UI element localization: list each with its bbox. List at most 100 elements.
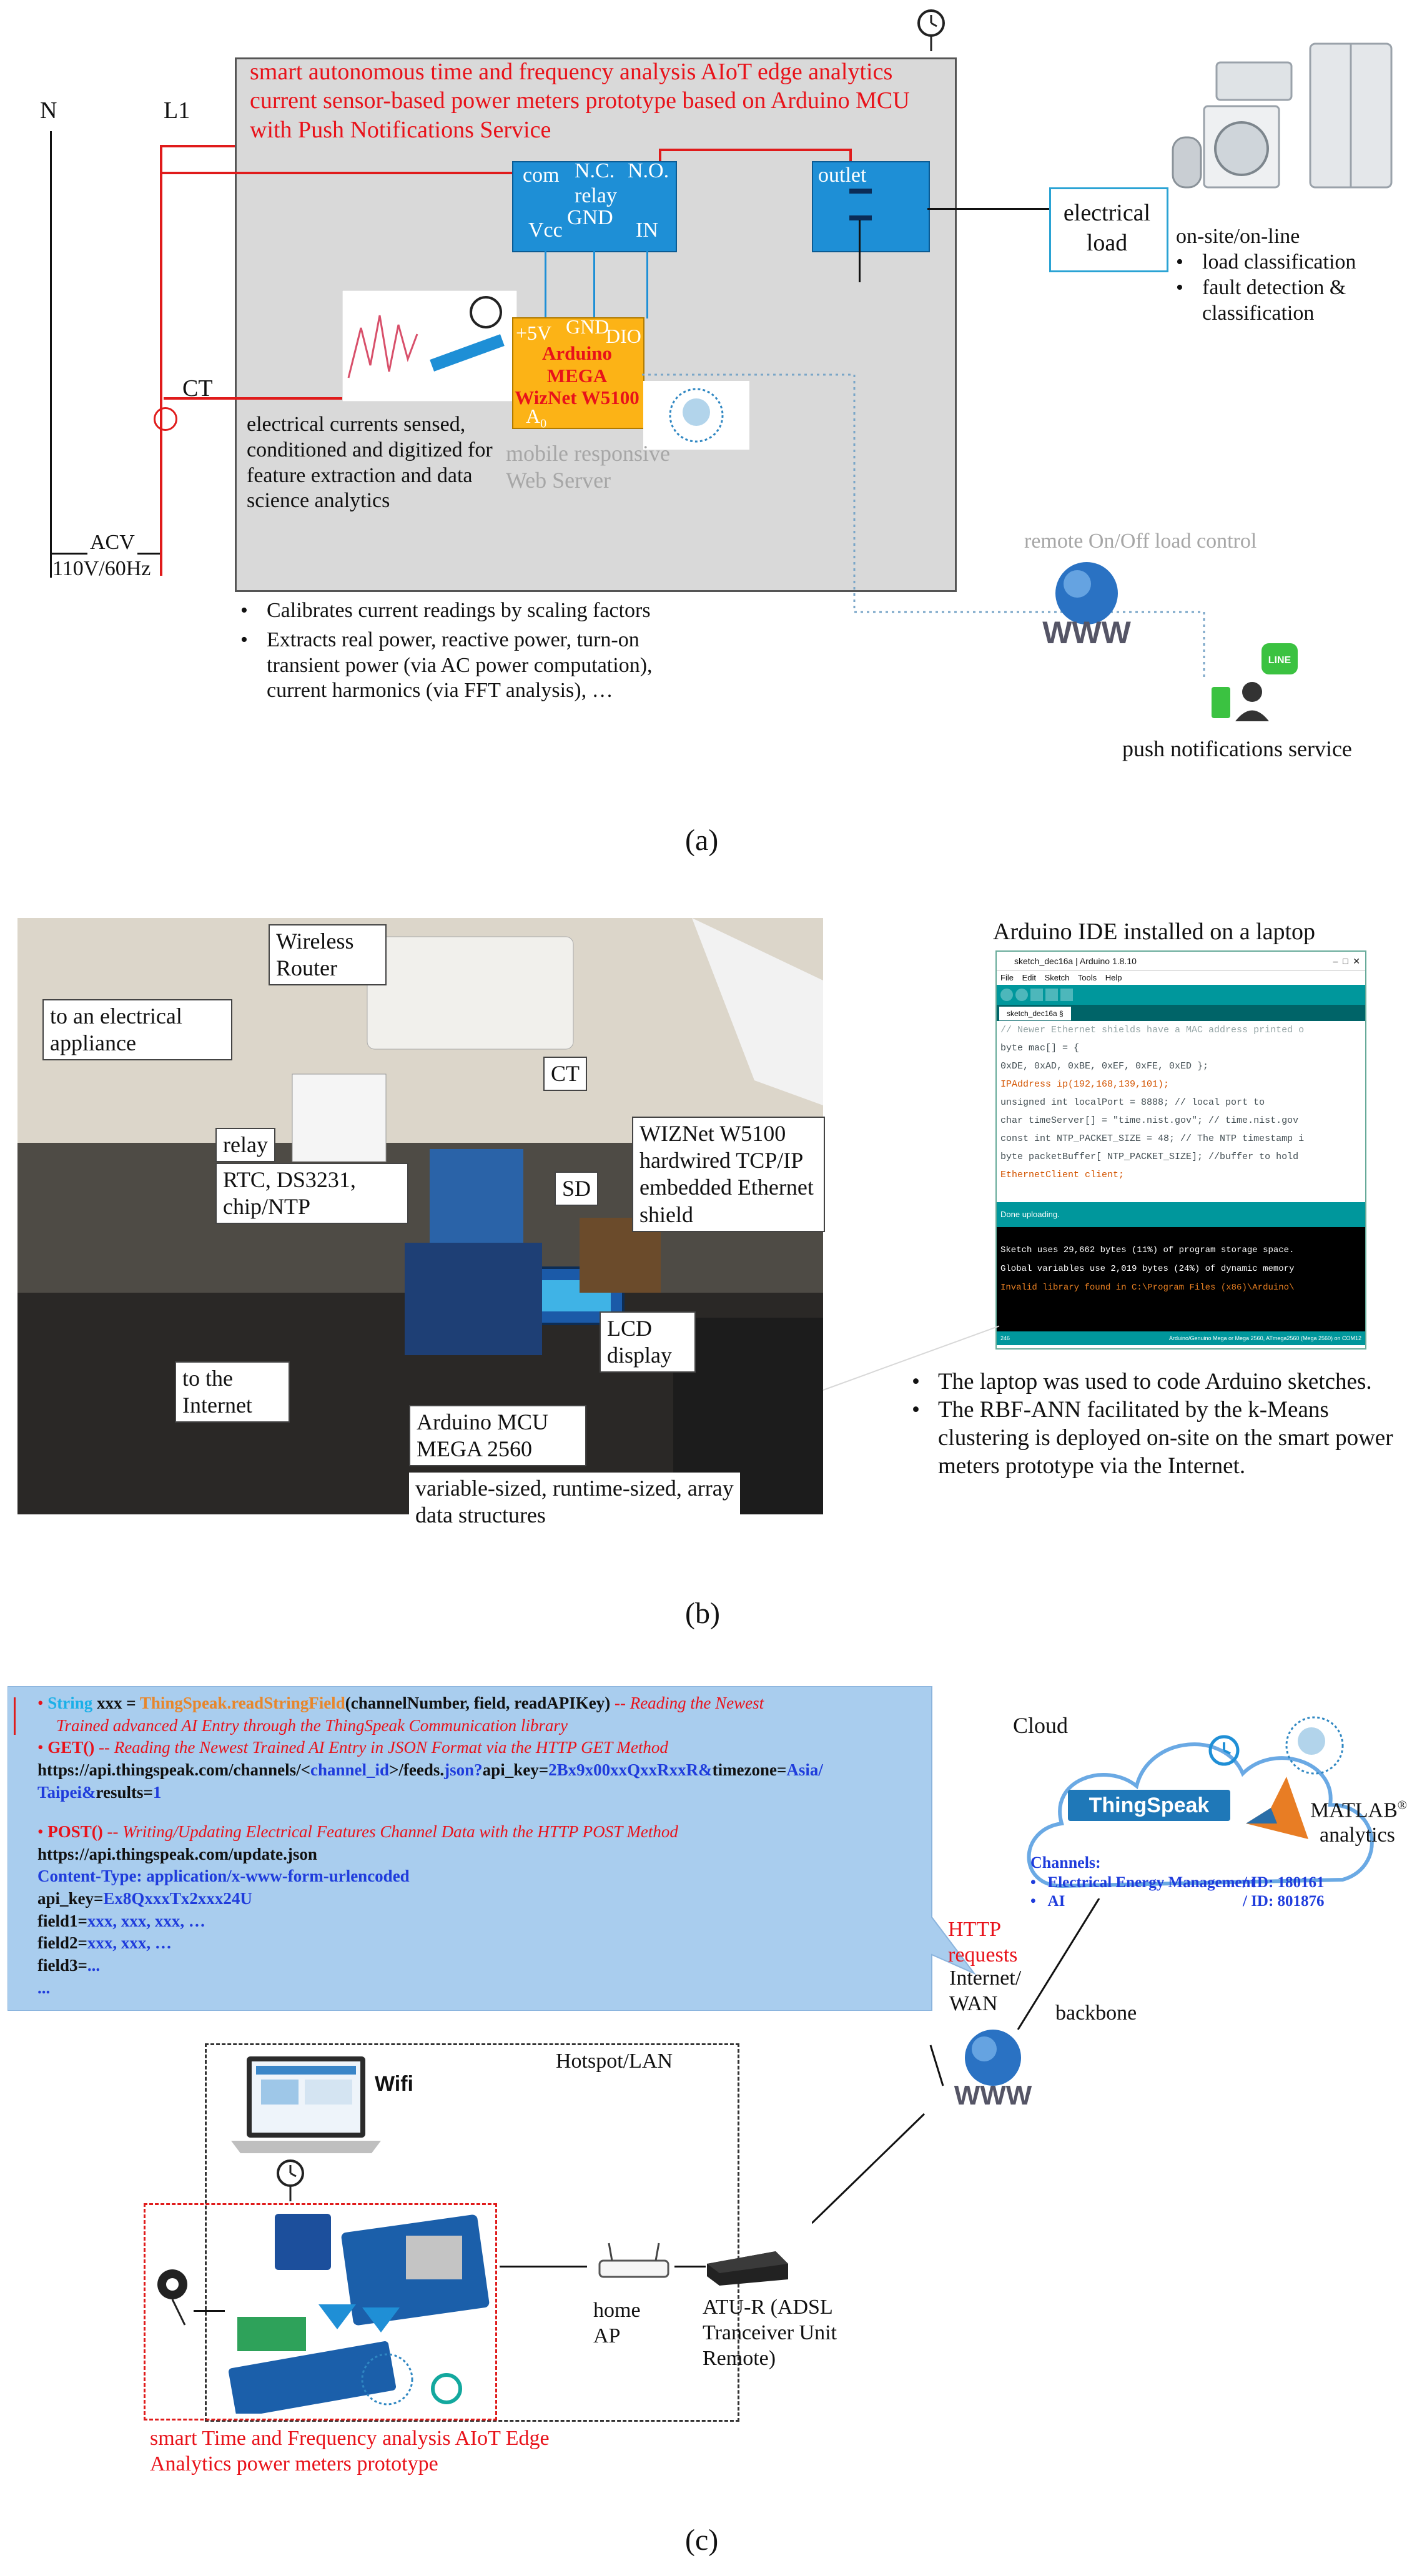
- wire-no-outlet-h: [659, 149, 849, 151]
- calibration-item: Extracts real power, reactive power, tur…: [240, 628, 690, 704]
- network-links: [812, 1898, 1100, 2224]
- relay-label: relay: [575, 184, 617, 207]
- wire-outlet-tail: [859, 220, 861, 282]
- laptop-notes: The laptop was used to code Arduino sket…: [912, 1368, 1405, 1481]
- electrical-load-label: electrical load: [1063, 200, 1151, 256]
- prototype-label: smart Time and Frequency analysis AIoT E…: [150, 2427, 550, 2475]
- relay-gnd: GND: [567, 206, 613, 229]
- acv-value: 110V/60Hz: [52, 557, 151, 580]
- ide-tabbar: sketch_dec16a §: [997, 1005, 1365, 1021]
- relay-vcc: Vcc: [528, 219, 563, 242]
- code-editor[interactable]: // Newer Ethernet shields have a MAC add…: [997, 1021, 1365, 1202]
- label-sd: SD: [555, 1172, 599, 1207]
- http-code-callout: [7, 1686, 977, 2011]
- callout-bracket: [14, 1697, 16, 1735]
- arduino-a0-pin: A0: [526, 405, 547, 431]
- ide-toolbar: [997, 985, 1365, 1005]
- calibration-list: Calibrates current readings by scaling f…: [240, 598, 690, 704]
- caption-a: (a): [685, 824, 719, 857]
- cloud-label: Cloud: [1013, 1713, 1069, 1738]
- sketch-tab[interactable]: sketch_dec16a §: [999, 1007, 1071, 1020]
- ide-footer: 246 Arduino/Genuino Mega or Mega 2560, A…: [997, 1331, 1365, 1345]
- caption-c: (c): [685, 2524, 719, 2557]
- relay-module: [512, 161, 677, 252]
- arduino-5v-pin: +5V: [516, 322, 552, 344]
- live-wire: [160, 145, 162, 576]
- ide-title: Arduino IDE installed on a laptop: [993, 919, 1316, 945]
- open-button[interactable]: [1045, 989, 1058, 1001]
- clock-icon: [917, 9, 945, 51]
- onsite-item: load classification: [1176, 250, 1401, 275]
- onsite-item: fault detection & classification: [1176, 275, 1401, 327]
- relay-com: com: [523, 164, 560, 187]
- thingspeak-logo: ThingSpeak: [1068, 1790, 1230, 1821]
- channels-title: Channels:: [1030, 1853, 1101, 1872]
- channel-row: • Electrical Energy Management/ ID: 1801…: [1030, 1874, 1325, 1891]
- menu-tools[interactable]: Tools: [1077, 973, 1097, 982]
- label-rtc: RTC, DS3231, chip/NTP: [215, 1163, 408, 1225]
- upload-button[interactable]: [1015, 989, 1028, 1001]
- matlab-label: MATLAB®: [1310, 1799, 1407, 1822]
- onsite-list: load classification fault detection & cl…: [1176, 250, 1401, 326]
- ap-atur-link: [674, 2266, 706, 2268]
- svg-text:WWW: WWW: [954, 2080, 1032, 2111]
- http-requests-label: HTTP requests: [948, 1918, 1018, 1967]
- atur-label: ATU-R (ADSL Tranceiver Unit Remote): [703, 2296, 837, 2370]
- ct-clamp-icon: [157, 2269, 187, 2326]
- window-controls[interactable]: – □ ✕: [1333, 956, 1360, 966]
- sensed-description: electrical currents sensed, conditioned …: [247, 413, 493, 513]
- relay-in: IN: [636, 219, 658, 242]
- home-ap-icon: [598, 2243, 669, 2278]
- laptop-note: The RBF-ANN facilitated by the k-Means c…: [912, 1396, 1405, 1480]
- wire-vcc: [545, 250, 546, 318]
- neutral-wire: [50, 131, 52, 578]
- new-button[interactable]: [1030, 989, 1043, 1001]
- calibration-item: Calibrates current readings by scaling f…: [240, 598, 690, 624]
- http-code-block: • String xxx = ThingSpeak.readStringFiel…: [37, 1694, 823, 1997]
- label-ct: CT: [543, 1057, 588, 1092]
- wire-l1-top: [160, 145, 235, 147]
- label-lcd: LCD display: [600, 1311, 696, 1373]
- menu-sketch[interactable]: Sketch: [1044, 973, 1070, 982]
- menu-file[interactable]: File: [1000, 973, 1014, 982]
- laptop-image: [231, 2056, 381, 2153]
- svg-text:WWW: WWW: [1042, 615, 1131, 650]
- www-globe-icon: WWW: [1042, 562, 1132, 650]
- arduino-name: Arduino MEGA WizNet W5100: [515, 342, 639, 409]
- caption-b: (b): [685, 1597, 720, 1630]
- wire-gnd: [593, 250, 595, 318]
- label-relay: relay: [215, 1128, 275, 1163]
- ai-brain-icon: [643, 381, 749, 450]
- label-electrical-appliance: to an electrical appliance: [42, 999, 232, 1061]
- home-appliances-image: [1172, 42, 1393, 189]
- fft-chart-image: [342, 290, 517, 402]
- outlet-box: [812, 161, 930, 252]
- onsite-label: on-site/on-line: [1176, 225, 1300, 248]
- save-button[interactable]: [1060, 989, 1073, 1001]
- clock-icon: [277, 2159, 304, 2201]
- verify-button[interactable]: [1000, 989, 1013, 1001]
- wifi-label: Wifi: [375, 2072, 414, 2096]
- push-notifications-label: push notifications service: [1122, 736, 1352, 761]
- outlet-slot: [849, 189, 872, 194]
- home-ap-label: home AP: [593, 2299, 641, 2347]
- hotspot-lan-box: [205, 2043, 739, 2422]
- relay-no: N.O.: [628, 159, 669, 182]
- www-globe-icon: WWW: [954, 2030, 1032, 2111]
- label-arduino-mega: Arduino MCU MEGA 2560: [409, 1405, 586, 1467]
- internet-wan-label: Internet/ WAN: [949, 1967, 1022, 2015]
- arduino-board: [512, 317, 644, 429]
- arduino-dio-pin: DIO: [606, 325, 641, 347]
- alarm-clock-icon: [1208, 1735, 1240, 1766]
- ct-label: CT: [182, 375, 213, 402]
- menu-edit[interactable]: Edit: [1022, 973, 1036, 982]
- prototype-box: [144, 2203, 497, 2421]
- arduino-ide-window: sketch_dec16a | Arduino 1.8.10 – □ ✕ Fil…: [995, 950, 1366, 1350]
- label-variable-arrays: variable-sized, runtime-sized, array dat…: [409, 1473, 740, 1532]
- hardware-boards-image: [228, 2214, 490, 2414]
- outlet-slot: [849, 215, 872, 220]
- wire-outlet-load: [927, 208, 1049, 210]
- wire-in: [646, 250, 648, 318]
- hotspot-label: Hotspot/LAN: [556, 2050, 673, 2073]
- menu-help[interactable]: Help: [1105, 973, 1122, 982]
